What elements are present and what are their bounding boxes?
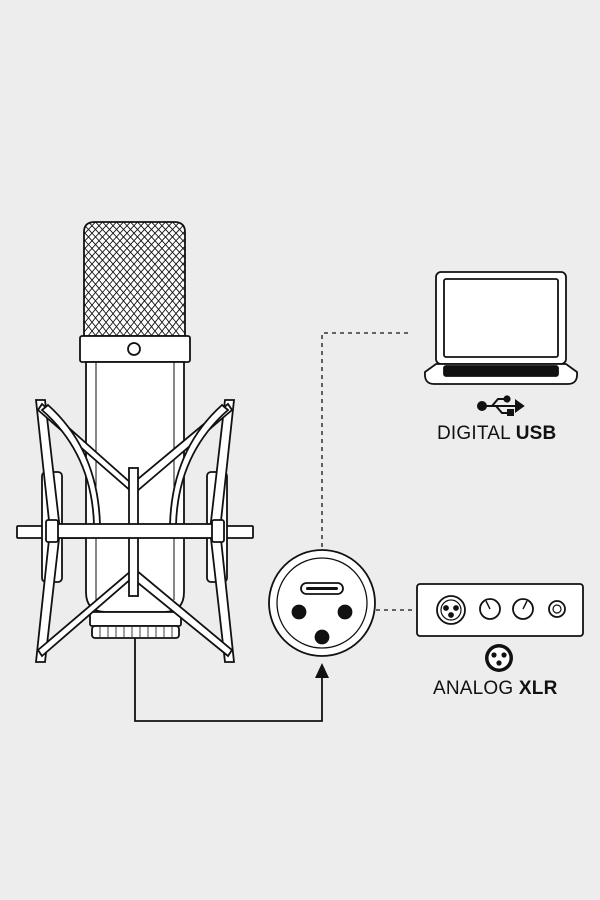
- usb-connection-line: [321, 332, 412, 563]
- digital-usb-prefix: DIGITAL: [437, 423, 511, 444]
- analog-xlr-label: ANALOG XLR: [433, 678, 558, 700]
- front-indicator: [127, 342, 141, 356]
- cable-arrow: [315, 663, 329, 678]
- connector-face: [268, 549, 376, 657]
- laptop-icon: [424, 271, 578, 385]
- microphone-base: [89, 611, 182, 627]
- usb-icon: [477, 395, 525, 416]
- xlr-pin-1: [291, 604, 307, 620]
- shock-mount: [34, 399, 236, 663]
- analog-xlr-prefix: ANALOG: [433, 678, 514, 699]
- grille-mesh: [84, 222, 185, 336]
- xlr-pin-3: [314, 629, 330, 645]
- xlr-icon: [485, 644, 513, 672]
- digital-usb-suffix: USB: [515, 423, 557, 444]
- digital-usb-label: DIGITAL USB: [437, 423, 556, 445]
- xlr-pin-2: [337, 604, 353, 620]
- audio-interface: [416, 583, 584, 637]
- cable-line: [134, 638, 323, 722]
- microphone: [16, 221, 254, 663]
- analog-xlr-suffix: XLR: [518, 678, 558, 699]
